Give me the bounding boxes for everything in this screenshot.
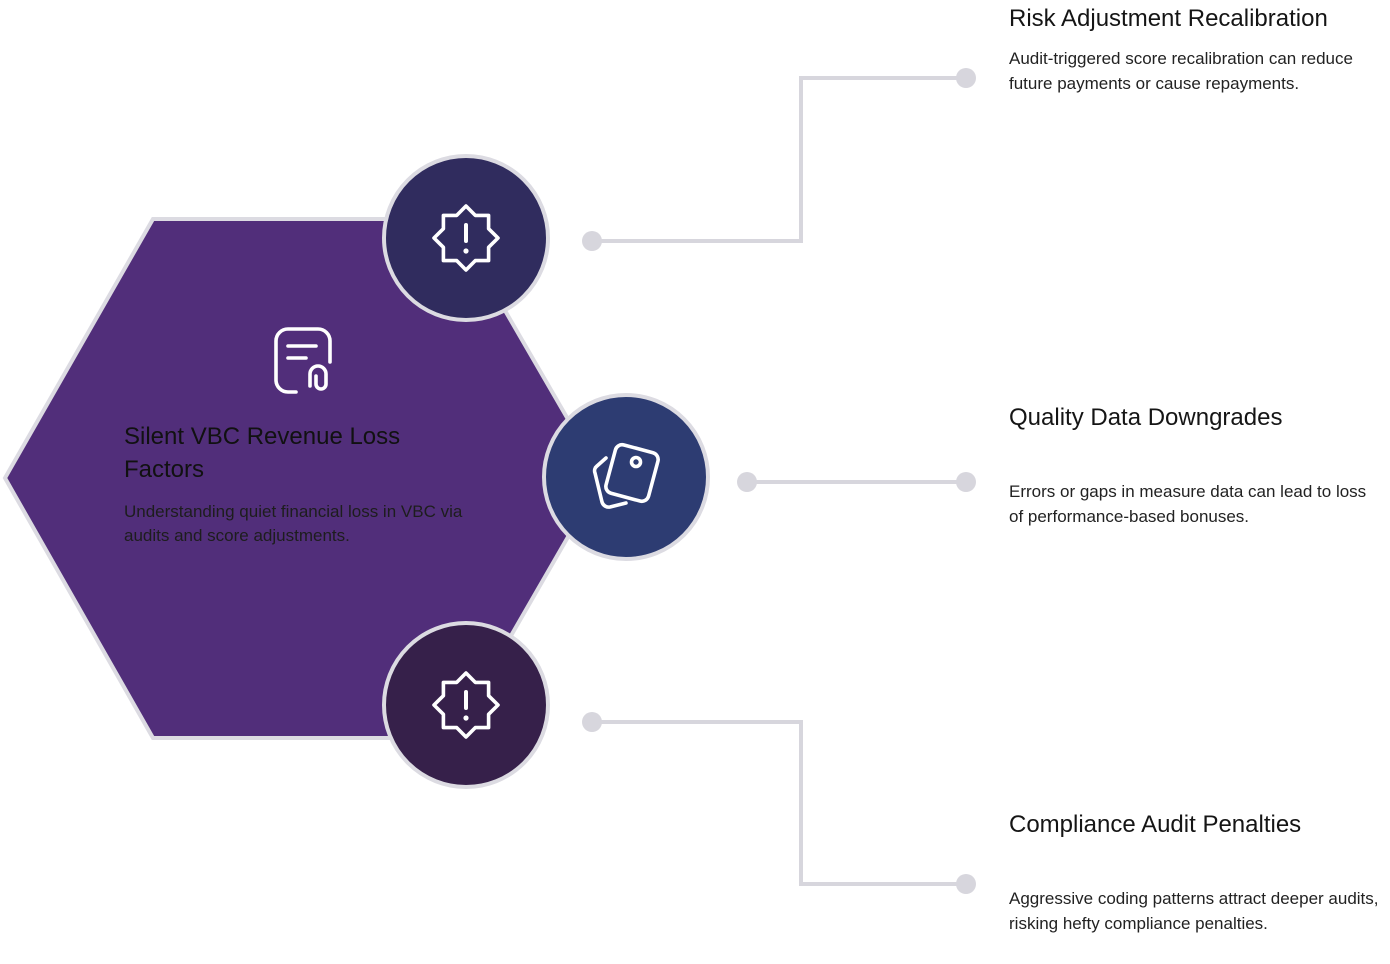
factor-1-description: Audit-triggered score recalibration can … [1009,49,1353,93]
center-text-block: Silent VBC Revenue Loss Factors Understa… [124,420,484,548]
factor-3-text: Compliance Audit Penalties Aggressive co… [1009,808,1379,936]
factor-2-title: Quality Data Downgrades [1009,404,1283,431]
factor-node-3 [382,621,550,789]
factor-2-text: Quality Data Downgrades Errors or gaps i… [1009,401,1379,529]
alert-badge-icon [432,671,500,739]
factor-3-title: Compliance Audit Penalties [1009,811,1302,838]
factor-node-2 [542,393,710,561]
factor-node-1 [382,154,550,322]
connector-1 [582,68,976,251]
factor-2-description: Errors or gaps in measure data can lead … [1009,482,1367,526]
diagram-title: Silent VBC Revenue Loss Factors [124,423,401,483]
connector-3 [582,712,976,894]
connector-2 [737,472,976,492]
document-attachment-icon [274,327,332,394]
factor-3-description: Aggressive coding patterns attract deepe… [1009,889,1379,933]
diagram-description: Understanding quiet financial loss in VB… [124,502,463,545]
photo-stack-icon [592,442,660,509]
factor-1-text: Risk Adjustment Recalibration Audit-trig… [1009,2,1379,96]
alert-badge-icon [432,204,500,272]
factor-1-title: Risk Adjustment Recalibration [1009,5,1328,32]
